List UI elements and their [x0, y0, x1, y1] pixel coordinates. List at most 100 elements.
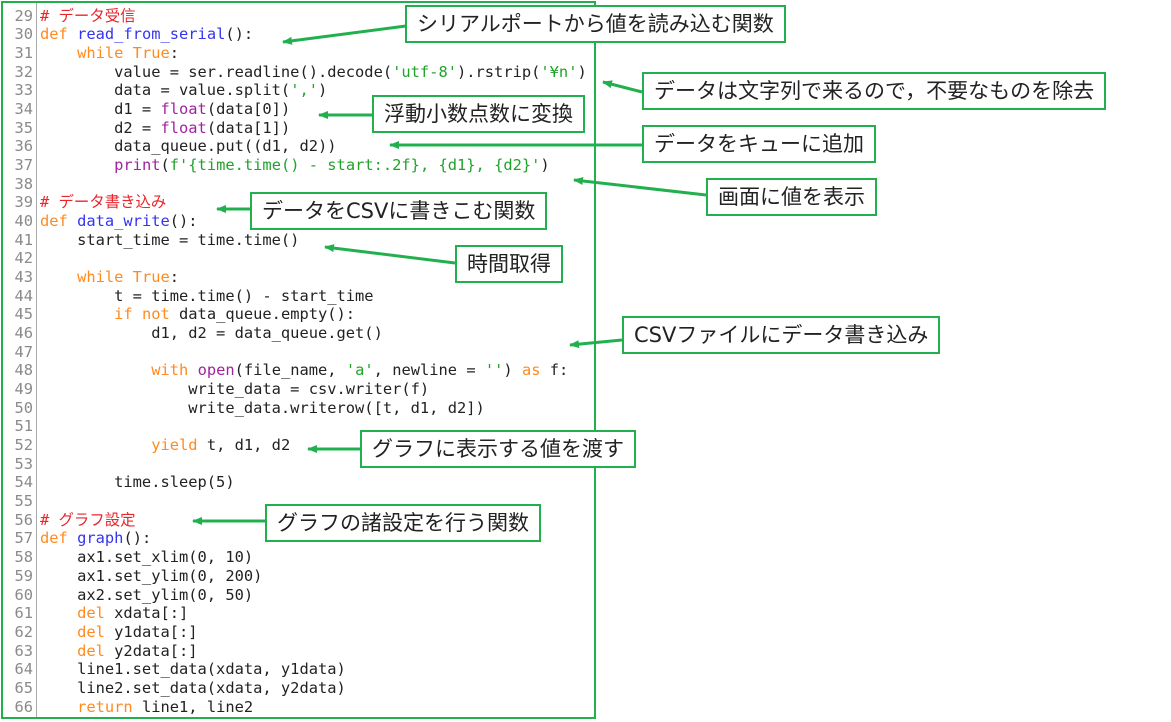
line-number: 45: [14, 305, 33, 324]
code-token: 'a': [345, 361, 374, 380]
arrow-read-serial: [282, 24, 407, 45]
code-token: write_data = csv.writer(f): [40, 380, 430, 399]
code-token: ():: [169, 212, 198, 231]
line-source: while True:: [40, 44, 179, 63]
code-token: data = value.split(: [40, 81, 291, 100]
code-token: (data[0]): [206, 100, 291, 119]
note-float: 浮動小数点数に変換: [372, 95, 585, 133]
line-number: 50: [14, 398, 33, 417]
note-csv-write: CSVファイルにデータ書き込み: [622, 316, 941, 354]
line-source: value = ser.readline().decode('utf-8').r…: [40, 63, 587, 82]
line-number: 55: [14, 492, 33, 511]
line-source: data_queue.put((d1, d2)): [40, 137, 336, 156]
code-token: y2data[:]: [104, 641, 198, 660]
code-token: del: [77, 641, 105, 660]
line-number: 44: [14, 286, 33, 305]
code-token: time.sleep(5): [40, 473, 235, 492]
line-number: 47: [14, 342, 33, 361]
line-source: t = time.time() - start_time: [40, 286, 374, 306]
line-number: 37: [14, 156, 33, 175]
line-source: write_data.writerow([t, d1, d2]): [40, 399, 485, 418]
line-number: 32: [14, 62, 33, 81]
code-token: line1.set_data(xdata, y1data): [40, 660, 346, 679]
code-token: :: [169, 44, 180, 63]
line-number: 48: [14, 361, 33, 380]
code-token: f'{time.time() - start:.2f}, {d1}, {d2}': [169, 156, 541, 175]
line-source: ax1.set_ylim(0, 200): [40, 567, 262, 586]
code-token: y1data[:]: [104, 622, 198, 641]
line-number: 59: [14, 566, 33, 585]
arrow-strip: [602, 80, 643, 94]
line-source: line2.set_data(xdata, y2data): [40, 679, 346, 698]
code-token: def: [40, 212, 68, 231]
code-token: ): [577, 62, 587, 81]
line-source: d2 = float(data[1]): [40, 119, 290, 138]
line-source: start_time = time.time(): [40, 231, 299, 250]
line-number: 41: [14, 230, 33, 249]
code-token: yield: [151, 436, 198, 455]
line-source: del y1data[:]: [40, 622, 198, 642]
line-number: 35: [14, 118, 33, 137]
line-source: write_data = csv.writer(f): [40, 380, 429, 399]
line-number: 33: [14, 81, 33, 100]
line-number: 43: [14, 268, 33, 287]
line-number: 63: [14, 641, 33, 660]
code-token: ): [540, 156, 550, 175]
line-number: 46: [14, 324, 33, 343]
code-token: d2 =: [40, 118, 161, 137]
line-source: # データ受信: [40, 7, 136, 26]
code-token: # データ受信: [40, 6, 136, 25]
line-number: 64: [14, 660, 33, 679]
code-token: float: [160, 118, 207, 137]
code-token: as: [521, 361, 541, 380]
code-token: float: [160, 100, 207, 119]
line-source: if not data_queue.empty():: [40, 305, 355, 324]
code-token: data_queue.empty():: [169, 305, 356, 324]
code-token: def: [40, 529, 68, 548]
code-token: while True: [77, 268, 170, 287]
code-token: data_write: [77, 212, 170, 231]
line-number: 54: [14, 473, 33, 492]
line-number: 57: [14, 529, 33, 548]
code-token: ax1.set_xlim(0, 10): [40, 548, 254, 567]
code-token: d1 =: [40, 100, 161, 119]
arrow-print: [573, 177, 707, 197]
note-print: 画面に値を表示: [706, 178, 877, 216]
arrow-csv-write: [569, 338, 623, 349]
line-number: 51: [14, 417, 33, 436]
code-token: t = time.time() - start_time: [40, 286, 374, 305]
code-token: '¥n': [540, 62, 578, 81]
code-token: ): [318, 81, 328, 100]
note-csv-func: データをCSVに書きこむ関数: [250, 192, 548, 230]
note-graph: グラフの諸設定を行う関数: [265, 504, 541, 542]
line-source: data = value.split(','): [40, 81, 327, 100]
code-token: xdata[:]: [104, 604, 189, 623]
line-source: print(f'{time.time() - start:.2f}, {d1},…: [40, 156, 550, 175]
line-number: 39: [14, 193, 33, 212]
line-source: ax1.set_xlim(0, 10): [40, 548, 253, 567]
code-token: with: [151, 361, 189, 380]
line-source: d1, d2 = data_queue.get(): [40, 324, 383, 343]
code-token: line1, line2: [132, 697, 254, 716]
line-number: 36: [14, 137, 33, 156]
code-token: del: [77, 604, 105, 623]
line-number: 66: [14, 697, 33, 716]
line-source: def data_write():: [40, 212, 198, 231]
line-number: 58: [14, 548, 33, 567]
code-token: ).rstrip(: [456, 62, 541, 81]
line-source: del y2data[:]: [40, 641, 198, 661]
code-token: read_from_serial: [77, 25, 226, 44]
code-token: ax2.set_ylim(0, 50): [40, 585, 254, 604]
code-token: line2.set_data(xdata, y2data): [40, 678, 346, 697]
code-token: (: [160, 156, 170, 175]
code-token: ): [503, 361, 522, 380]
code-token: open: [197, 361, 235, 380]
code-token: # データ書き込み: [40, 193, 167, 212]
code-token: value = ser.readline().decode(: [40, 62, 393, 81]
line-number: 67: [3, 716, 33, 717]
line-number: 60: [14, 585, 33, 604]
code-token: graph: [77, 529, 124, 548]
code-token: , newline =: [373, 361, 485, 380]
line-source: time.sleep(5): [40, 473, 235, 492]
